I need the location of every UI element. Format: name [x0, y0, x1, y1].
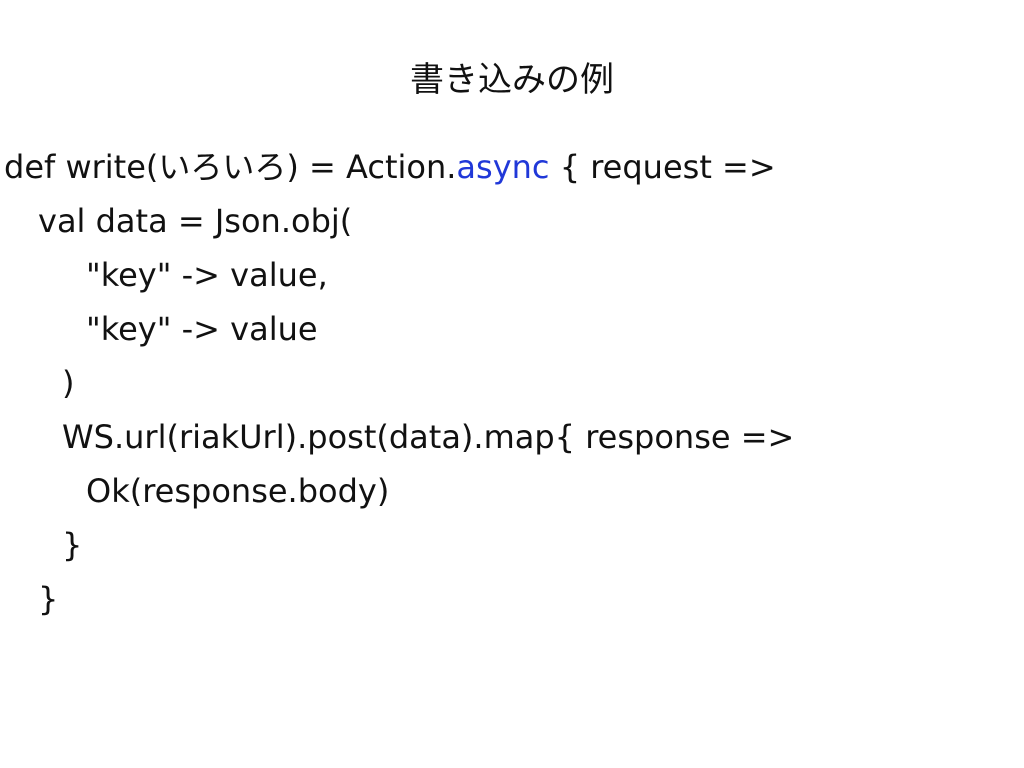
code-line-8: }: [62, 526, 83, 564]
code-line-7: Ok(response.body): [86, 472, 390, 510]
code-line-6: WS.url(riakUrl).post(data).map{ response…: [62, 418, 795, 456]
code-text: def write(いろいろ) = Action.: [4, 148, 457, 186]
code-text: { request =>: [549, 148, 776, 186]
code-line-4: "key" -> value: [86, 310, 318, 348]
slide-title: 書き込みの例: [410, 60, 614, 100]
code-line-5: ): [62, 364, 75, 402]
async-keyword: async: [456, 148, 550, 186]
code-line-3: "key" -> value,: [86, 256, 328, 294]
code-block: def write(いろいろ) = Action.async { request…: [4, 140, 1014, 626]
code-line-1: def write(いろいろ) = Action.async { request…: [4, 140, 1014, 194]
code-line-9: }: [38, 580, 59, 618]
code-line-2: val data = Json.obj(: [38, 202, 353, 240]
